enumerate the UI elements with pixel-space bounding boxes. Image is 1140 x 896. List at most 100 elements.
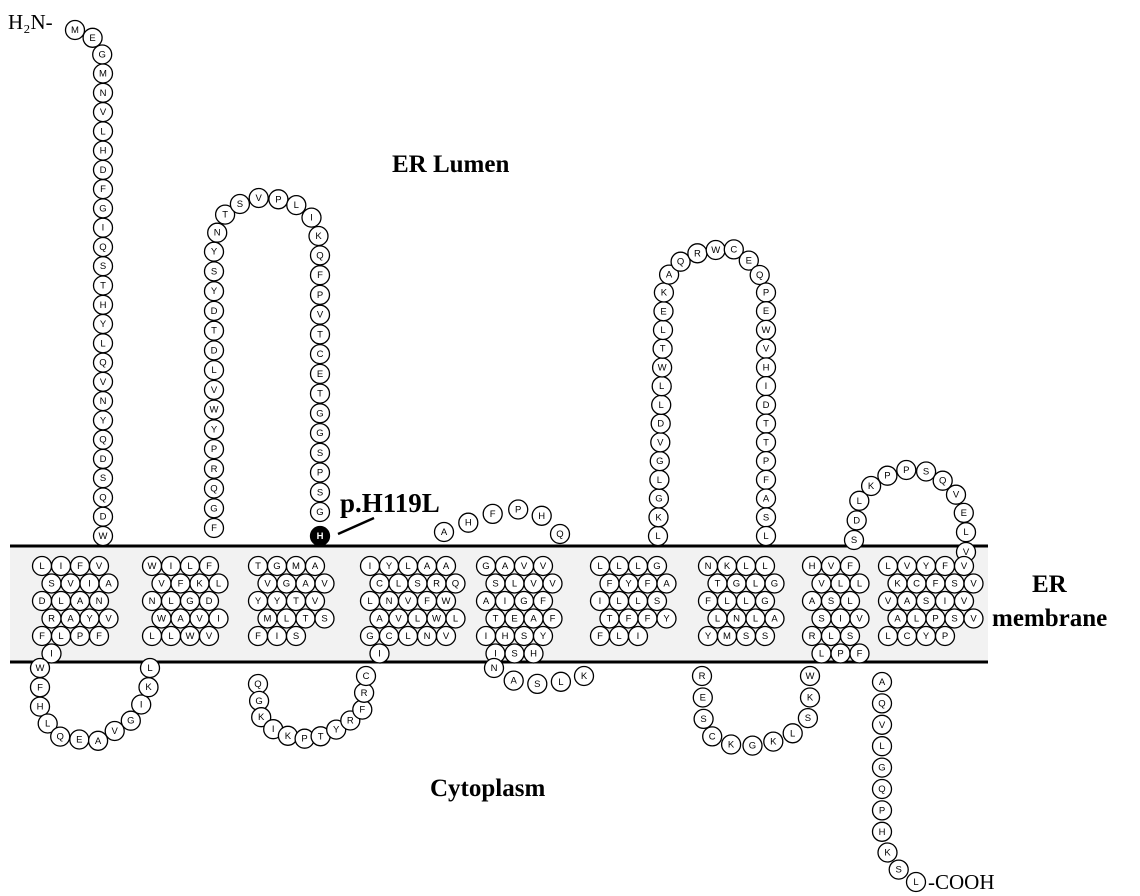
residue-tm4-9: R (427, 574, 446, 593)
residue-c-loop4-5: K (722, 735, 741, 754)
residue-letter: I (102, 223, 105, 234)
residue-letter: T (317, 389, 323, 400)
residue-letter: I (369, 561, 372, 572)
residue-letter: E (961, 508, 967, 519)
residue-letter: C (730, 244, 737, 255)
residue-letter: S (923, 467, 929, 478)
residue-e-loop1-28: T (311, 325, 330, 344)
residue-letter: L (100, 126, 105, 137)
residue-tm7-1: N (699, 557, 718, 576)
residue-tm4-13: V (399, 592, 418, 611)
residue-tm8-15: S (841, 627, 860, 646)
residue-e-loop4-7: S (917, 462, 936, 481)
residue-letter: G (653, 561, 660, 572)
residue-tm6-17: F (591, 627, 610, 646)
residue-letter: Y (923, 631, 930, 642)
residue-tm3-19: S (287, 627, 306, 646)
residue-letter: S (414, 579, 420, 590)
residue-n-tail-2: E (83, 28, 102, 47)
residue-tm9-10: V (964, 574, 983, 593)
residue-letter: F (206, 561, 212, 572)
residue-letter: F (763, 475, 769, 486)
residue-letter: A (376, 614, 383, 625)
residue-letter: S (100, 261, 106, 272)
residue-letter: V (540, 561, 547, 572)
residue-tm2-16: I (209, 609, 228, 628)
residue-letter: V (317, 310, 324, 321)
residue-letter: V (405, 596, 412, 607)
residue-letter: R (694, 248, 701, 259)
residue-e-loop3-34: S (757, 508, 776, 527)
residue-tm7-2: K (718, 557, 737, 576)
residue-letter: I (217, 614, 220, 625)
residue-letter: A (177, 614, 184, 625)
residue-letter: K (315, 231, 322, 242)
residue-c-loop4-1: R (693, 667, 712, 686)
residue-e-loop3-6: V (651, 433, 670, 452)
residue-letter: P (275, 194, 281, 205)
residue-tm9-5: V (955, 557, 974, 576)
residue-tm1-2: I (52, 557, 71, 576)
residue-n-tail-19: Q (94, 353, 113, 372)
residue-letter: G (210, 503, 217, 514)
residue-e-loop3-13: E (654, 302, 673, 321)
residue-letter: I (310, 213, 313, 224)
residue-tm3-2: G (268, 557, 287, 576)
residue-tm1-6: V (61, 574, 80, 593)
residue-e-loop3-1: L (649, 527, 668, 546)
residue-letter: F (607, 579, 613, 590)
residue-letter: R (699, 671, 706, 682)
residue-letter: R (347, 716, 354, 727)
residue-n-tail-5: N (94, 83, 113, 102)
residue-e-loop1-14: S (205, 262, 224, 281)
residue-letter: L (211, 365, 216, 376)
residue-letter: S (805, 713, 811, 724)
residue-c-loop3-3: S (528, 674, 547, 693)
residue-tm7-11: L (737, 592, 756, 611)
residue-letter: Q (677, 257, 684, 268)
cytoplasm-label: Cytoplasm (430, 775, 545, 802)
residue-letter: I (944, 596, 947, 607)
residue-letter: V (818, 579, 825, 590)
residue-letter: L (168, 596, 173, 607)
residue-letter: L (635, 561, 640, 572)
residue-n-tail-13: Q (94, 238, 113, 257)
residue-letter: F (317, 270, 323, 281)
n-terminus-label: H₂N- (8, 10, 53, 34)
residue-letter: L (415, 614, 420, 625)
residue-letter: L (655, 531, 660, 542)
residue-e-loop3-16: Q (671, 252, 690, 271)
residue-letter: C (363, 671, 370, 682)
residue-letter: T (318, 731, 324, 742)
residue-letter: L (39, 561, 44, 572)
residue-c-loop3-1: N (485, 659, 504, 678)
residue-letter: Q (556, 529, 563, 540)
residue-e-loop1-15: Y (205, 242, 224, 261)
residue-tm3-7: A (296, 574, 315, 593)
residue-tm5-4: V (534, 557, 553, 576)
residue-e-loop3-28: D (757, 395, 776, 414)
residue-e-loop4-4: K (862, 477, 881, 496)
residue-letter: A (879, 677, 886, 688)
residue-c-tail-9: K (878, 843, 897, 862)
residue-tm9-11: V (879, 592, 898, 611)
residue-letter: F (705, 596, 711, 607)
residue-letter: C (709, 731, 716, 742)
residue-tm4-3: L (399, 557, 418, 576)
residue-tm2-5: V (152, 574, 171, 593)
residue-tm7-4: L (756, 557, 775, 576)
residue-letter: A (302, 579, 309, 590)
residue-tm5-7: V (524, 574, 543, 593)
residue-tm6-18: L (610, 627, 629, 646)
residue-letter: P (211, 444, 217, 455)
residue-letter: V (264, 579, 271, 590)
c-terminus-label: -COOH (928, 870, 995, 894)
residue-letter: L (847, 596, 852, 607)
residue-c-tail-7: P (873, 801, 892, 820)
residue-letter: S (896, 865, 902, 876)
residue-tm7-5: T (708, 574, 727, 593)
residue-letter: P (903, 465, 909, 476)
residue-e-loop1-27: V (311, 305, 330, 324)
residue-letter: L (753, 579, 758, 590)
residue-tm9-22: C (898, 627, 917, 646)
